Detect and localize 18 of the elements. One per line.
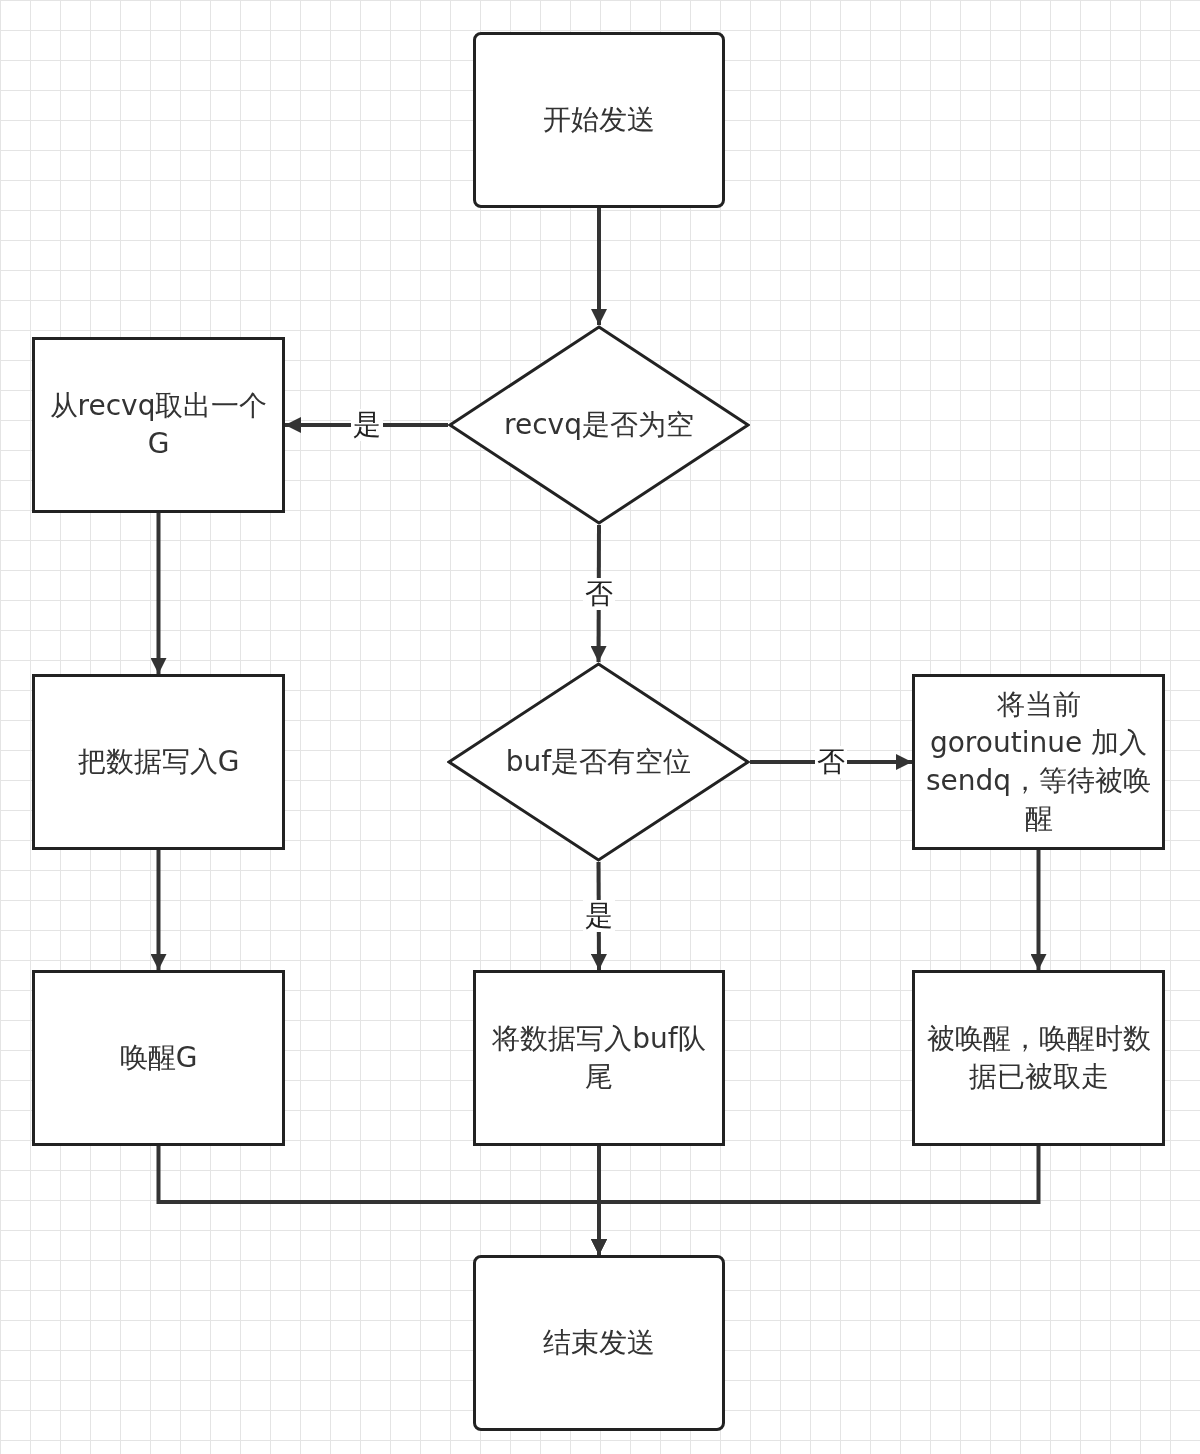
process-box: 被唤醒，唤醒时数据已被取走: [912, 970, 1165, 1146]
process-box: 唤醒G: [32, 970, 285, 1146]
edge-label: 是: [582, 900, 615, 932]
process-box: 将当前 goroutinue 加入sendq，等待被唤醒: [912, 674, 1165, 850]
decision-diamond: buf是否有空位: [447, 662, 750, 862]
arrow: [150, 850, 167, 970]
process-box: 将数据写入buf队尾: [473, 970, 725, 1146]
edge-label: 否: [582, 577, 615, 610]
arrow: [591, 208, 607, 325]
start-box: 开始发送: [473, 32, 725, 208]
process-box: 从recvq取出一个G: [32, 337, 285, 513]
edge-label: 否: [815, 746, 847, 778]
arrow: [150, 513, 167, 674]
process-box: 把数据写入G: [32, 674, 285, 850]
end-box: 结束发送: [473, 1255, 725, 1431]
edge-label: 是: [350, 409, 383, 441]
decision-diamond: recvq是否为空: [448, 325, 750, 525]
arrow: [1030, 850, 1047, 970]
